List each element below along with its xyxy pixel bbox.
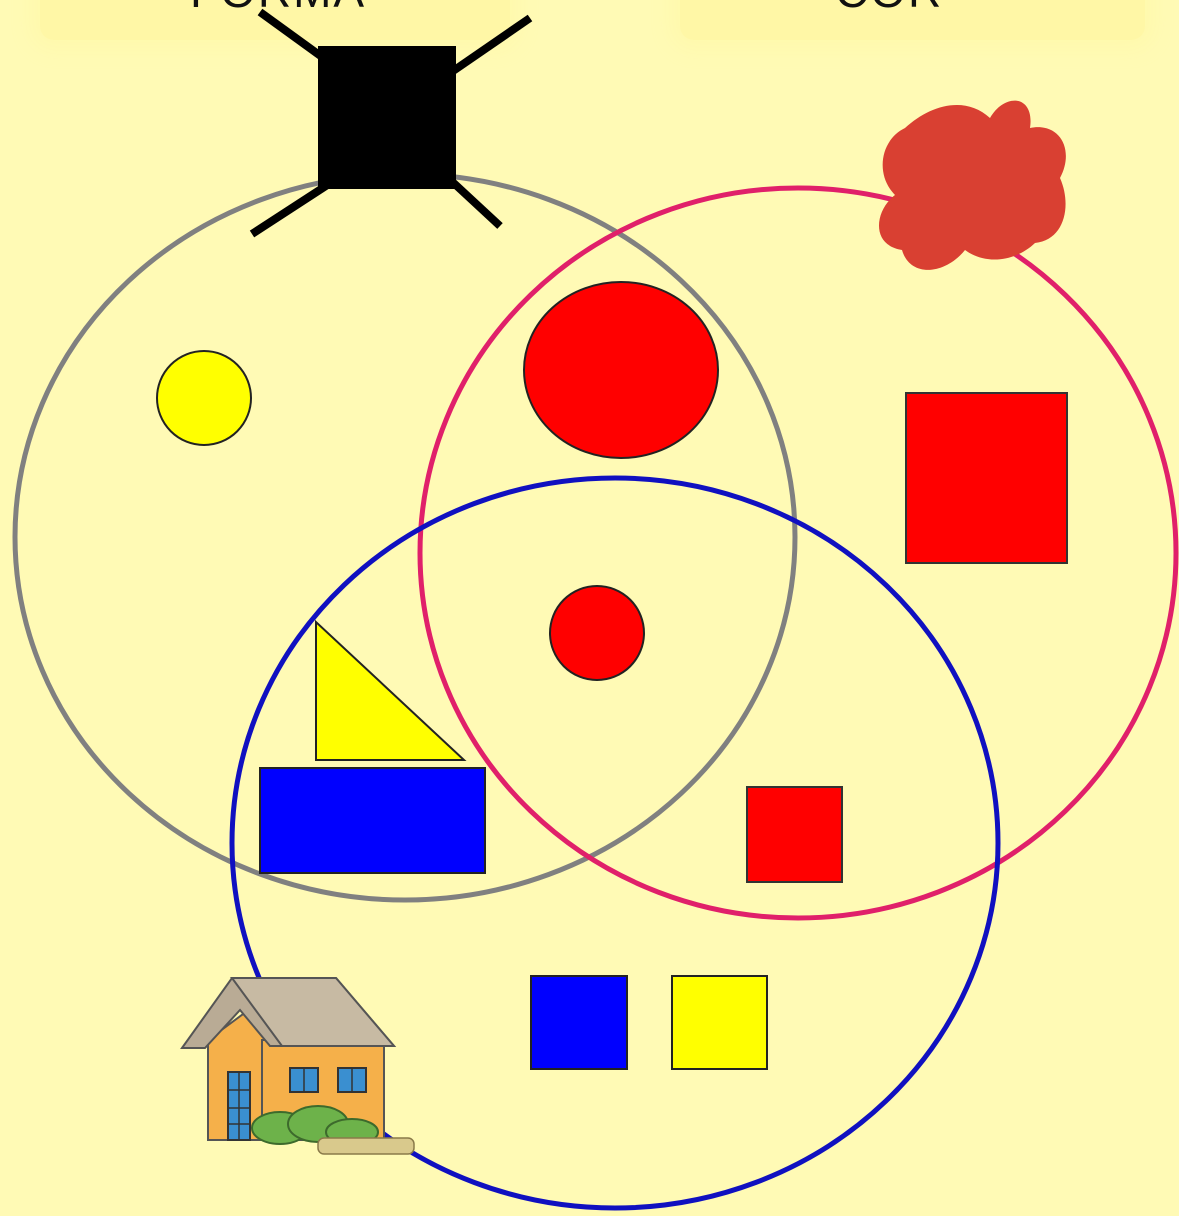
blue-square <box>531 976 627 1069</box>
yellow-triangle <box>316 622 464 760</box>
paint-splash-icon <box>879 101 1066 270</box>
small-red-square <box>747 787 842 882</box>
large-red-square <box>906 393 1067 563</box>
black-square-icon <box>252 12 530 234</box>
large-red-circle <box>524 282 718 458</box>
small-yellow-circle <box>157 351 251 445</box>
house-icon <box>182 978 414 1154</box>
yellow-square <box>672 976 767 1069</box>
small-red-circle <box>550 586 644 680</box>
blue-rectangle <box>260 768 485 873</box>
